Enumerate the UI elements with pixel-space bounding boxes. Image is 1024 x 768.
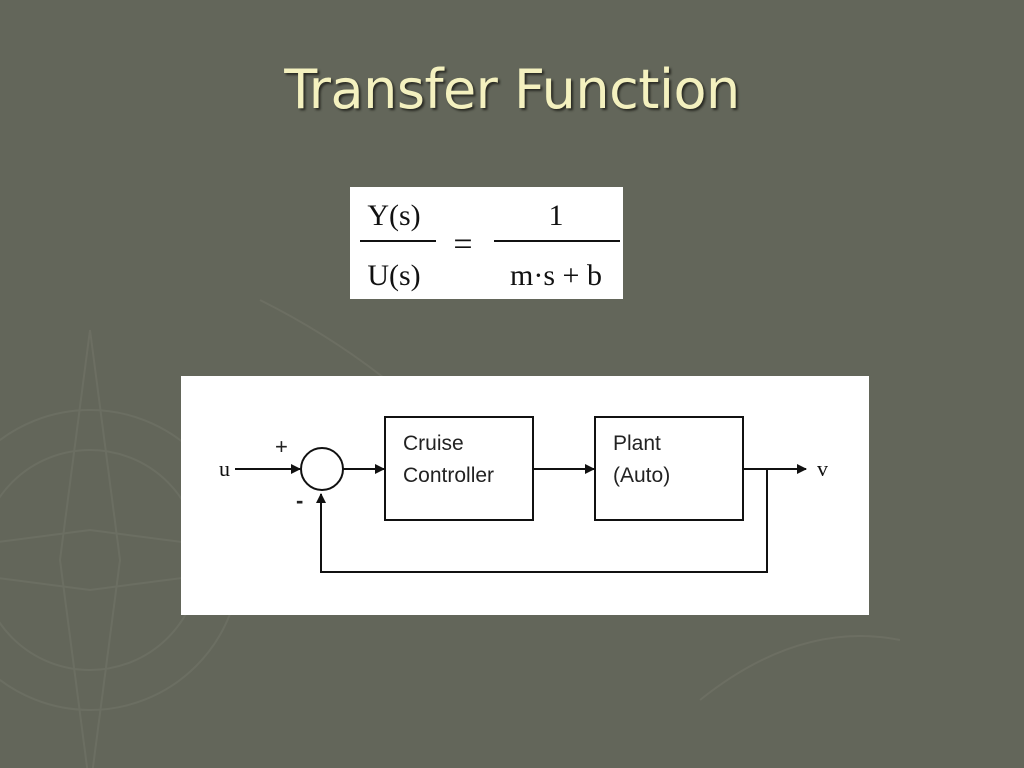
formula-lhs-numerator: Y(s) xyxy=(367,199,420,232)
feedback-path xyxy=(316,469,768,573)
slide-title: Transfer Function xyxy=(284,58,740,121)
block-diagram: u + - Cruise Controller Plant (Auto) v xyxy=(181,376,869,615)
formula-rhs-numerator: 1 xyxy=(549,199,564,232)
plant-label-line2: (Auto) xyxy=(613,464,670,487)
cruise-controller-block xyxy=(384,416,534,521)
summing-junction xyxy=(300,447,344,491)
output-label-v: v xyxy=(817,456,828,481)
plant-label-line1: Plant xyxy=(613,432,661,455)
controller-label-line2: Controller xyxy=(403,464,494,487)
formula-lhs-denominator: U(s) xyxy=(367,259,420,292)
formula-rhs-denominator: m·s + b xyxy=(510,259,602,292)
formula-equals-sign: = xyxy=(453,226,472,263)
summing-plus-sign: + xyxy=(275,434,288,459)
controller-label-line1: Cruise xyxy=(403,432,464,455)
input-label-u: u xyxy=(219,456,230,481)
plant-auto-block xyxy=(594,416,744,521)
summing-minus-sign: - xyxy=(296,488,303,513)
transfer-function-formula: Y(s) U(s) = 1 m·s + b xyxy=(350,187,623,299)
